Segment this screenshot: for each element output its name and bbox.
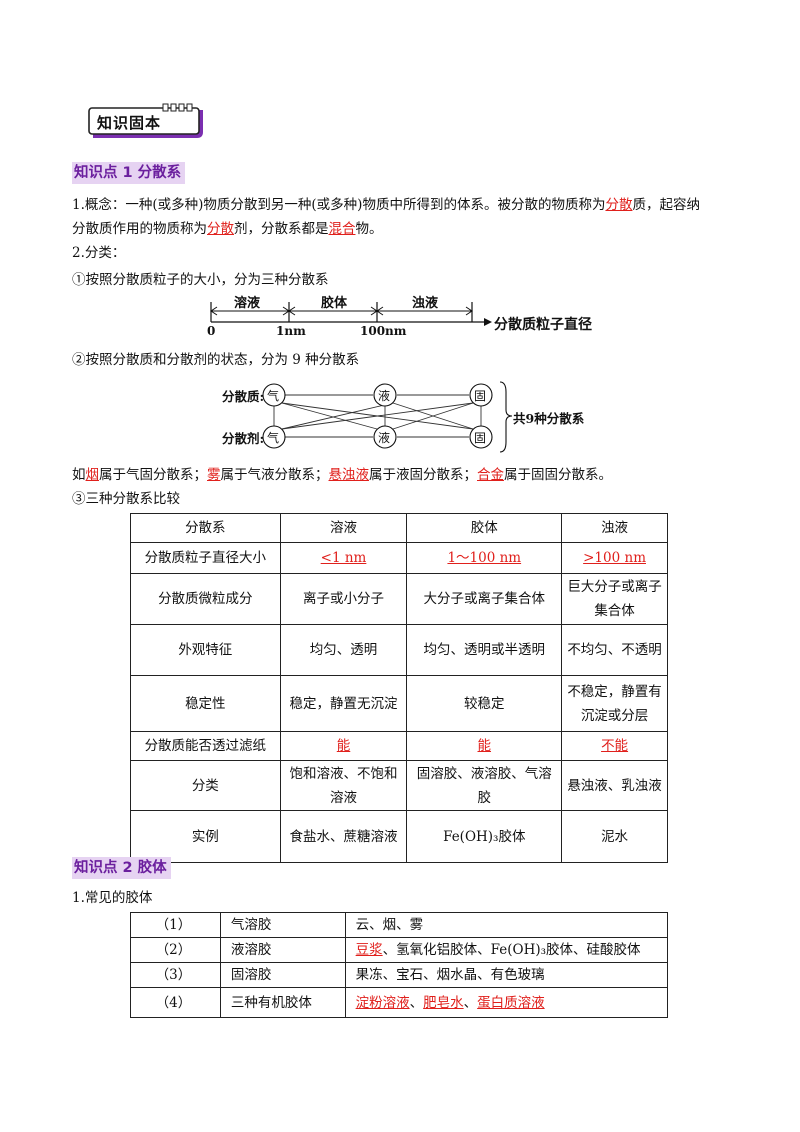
dispersion-matrix-diagram: 分散质: 分散剂: 气 液 固 气 液 固 共9种分散系 (222, 378, 622, 456)
by-state-text: ②按照分散质和分散剂的状态，分为 9 种分散系 (72, 352, 360, 368)
table-cell: 不能 (561, 731, 668, 761)
table-cell: 固溶胶、液溶胶、气溶胶 (406, 760, 563, 811)
axis-label: 分散质粒子直径 (494, 317, 592, 333)
row-number: （1） (130, 912, 221, 938)
row-label: 分散质能否透过滤纸 (130, 731, 281, 761)
row-label-medium: 分散剂: (222, 431, 265, 446)
axis-seg-colloid: 胶体 (321, 296, 348, 311)
colloid-examples: 云、烟、雾 (344, 912, 669, 938)
row-number: （2） (130, 937, 221, 963)
common-colloids-heading: 1.常见的胶体 (72, 890, 153, 906)
table-row: 分散质粒子直径大小 <1 nm 1～100 nm >100 nm (130, 542, 668, 574)
header-cell: 溶液 (279, 513, 408, 543)
axis-tick-0: 0 (207, 324, 216, 338)
colloid-type: 气溶胶 (219, 912, 346, 938)
row-label: 分散质粒子直径大小 (130, 542, 281, 574)
node-liquid: 液 (378, 431, 391, 445)
row-label-dispersed: 分散质: (222, 389, 265, 404)
node-solid: 固 (474, 389, 487, 403)
row-label: 外观特征 (130, 624, 281, 676)
colloid-type: 固溶胶 (219, 962, 346, 988)
table-cell: 离子或小分子 (279, 573, 408, 625)
row-number: （4） (130, 987, 221, 1018)
colloid-type: 三种有机胶体 (219, 987, 346, 1018)
table-cell: 1～100 nm (406, 542, 563, 574)
table-cell: 悬浊液、乳浊液 (561, 760, 668, 811)
table-cell: 食盐水、蔗糖溶液 (279, 810, 408, 863)
node-gas: 气 (267, 389, 280, 403)
section-title: 知识点 2 胶体 (72, 857, 171, 879)
by-size-text: ①按照分散质粒子的大小，分为三种分散系 (72, 272, 329, 288)
table-row: 实例 食盐水、蔗糖溶液 Fe(OH)₃胶体 泥水 (130, 810, 668, 863)
header-cell: 胶体 (406, 513, 563, 543)
table-cell: 不稳定，静置有沉淀或分层 (561, 675, 668, 732)
table-row: （2） 液溶胶 豆浆、氢氧化铝胶体、Fe(OH)₃胶体、硅酸胶体 (130, 937, 669, 963)
row-label: 分类 (130, 760, 281, 811)
table-cell: <1 nm (279, 542, 408, 574)
table-header-row: 分散系 溶液 胶体 浊液 (130, 513, 668, 543)
colloid-examples: 果冻、宝石、烟水晶、有色玻璃 (344, 962, 669, 988)
colloid-type: 液溶胶 (219, 937, 346, 963)
node-solid: 固 (474, 431, 487, 445)
brace-label: 共9种分散系 (513, 411, 585, 426)
concept-line-2: 分散质作用的物质称为分散剂，分散系都是混合物。 (72, 221, 383, 237)
table-row: 分散质能否透过滤纸 能 能 不能 (130, 731, 668, 761)
badge-label: 知识固本 (97, 114, 162, 132)
knowledge-badge: 知识固本 (87, 102, 209, 142)
size-axis-diagram: 溶液 胶体 浊液 0 1nm 100nm 分散质粒子直径 (200, 292, 620, 340)
table-cell: 不均匀、不透明 (561, 624, 668, 676)
table-cell: 稳定，静置无沉淀 (279, 675, 408, 732)
table-row: 分散质微粒成分 离子或小分子 大分子或离子集合体 巨大分子或离子集合体 (130, 573, 668, 625)
matrix-lines (262, 381, 513, 453)
table-row: （1） 气溶胶 云、烟、雾 (130, 912, 669, 938)
concept-line-1: 1.概念：一种(或多种)物质分散到另一种(或多种)物质中所得到的体系。被分散的物… (72, 197, 700, 213)
node-gas: 气 (267, 431, 280, 445)
table-row: （4） 三种有机胶体 淀粉溶液、肥皂水、蛋白质溶液 (130, 987, 669, 1018)
table-cell: 较稳定 (406, 675, 563, 732)
axis-tick-1nm: 1nm (276, 324, 306, 338)
colloid-examples: 豆浆、氢氧化铝胶体、Fe(OH)₃胶体、硅酸胶体 (344, 937, 669, 963)
table-cell: 巨大分子或离子集合体 (561, 573, 668, 625)
examples-line: 如烟属于气固分散系；雾属于气液分散系；悬浊液属于液固分散系；合金属于固固分散系。 (72, 467, 612, 483)
row-label: 实例 (130, 810, 281, 863)
table-cell: >100 nm (561, 542, 668, 574)
classify-heading: 2.分类： (72, 245, 126, 261)
header-cell: 分散系 (130, 513, 281, 543)
badge-frame-icon (88, 103, 203, 138)
table-cell: 能 (406, 731, 563, 761)
axis-tick-100nm: 100nm (360, 324, 407, 338)
axis-seg-solution: 溶液 (234, 296, 261, 311)
table-row: 分类 饱和溶液、不饱和溶液 固溶胶、液溶胶、气溶胶 悬浊液、乳浊液 (130, 760, 668, 811)
table-row: 稳定性 稳定，静置无沉淀 较稳定 不稳定，静置有沉淀或分层 (130, 675, 668, 732)
node-liquid: 液 (378, 389, 391, 403)
table-row: （3） 固溶胶 果冻、宝石、烟水晶、有色玻璃 (130, 962, 669, 988)
comparison-table: 分散系 溶液 胶体 浊液 分散质粒子直径大小 <1 nm 1～100 nm >1… (130, 513, 668, 863)
row-label: 稳定性 (130, 675, 281, 732)
table-cell: 能 (279, 731, 408, 761)
table-row: 外观特征 均匀、透明 均匀、透明或半透明 不均匀、不透明 (130, 624, 668, 676)
table-cell: 大分子或离子集合体 (406, 573, 563, 625)
table-cell: 泥水 (561, 810, 668, 863)
colloid-examples: 淀粉溶液、肥皂水、蛋白质溶液 (344, 987, 669, 1018)
row-label: 分散质微粒成分 (130, 573, 281, 625)
header-cell: 浊液 (561, 513, 668, 543)
colloid-table: （1） 气溶胶 云、烟、雾 （2） 液溶胶 豆浆、氢氧化铝胶体、Fe(OH)₃胶… (130, 912, 669, 1018)
table-cell: 均匀、透明 (279, 624, 408, 676)
table-cell: 均匀、透明或半透明 (406, 624, 563, 676)
axis-lines (210, 302, 492, 326)
table-cell: Fe(OH)₃胶体 (406, 810, 563, 863)
row-number: （3） (130, 962, 221, 988)
table-cell: 饱和溶液、不饱和溶液 (279, 760, 408, 811)
section-title: 知识点 1 分散系 (72, 162, 186, 184)
compare-title: ③三种分散系比较 (72, 491, 180, 507)
axis-seg-suspension: 浊液 (412, 296, 439, 311)
